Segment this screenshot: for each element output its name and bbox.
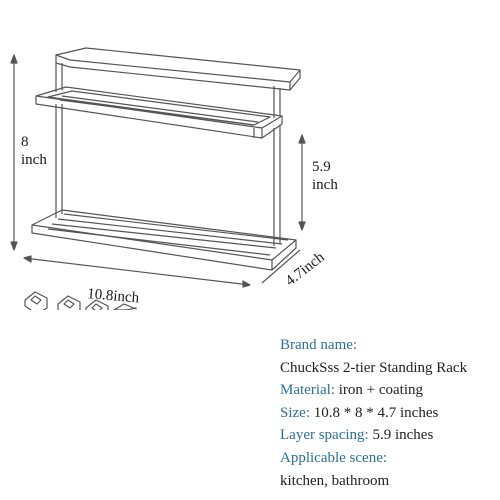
height-dimension-label: 8 inch bbox=[21, 133, 61, 169]
height-unit: inch bbox=[21, 152, 47, 168]
spacing-value: 5.9 bbox=[312, 159, 331, 175]
spacing-unit: inch bbox=[312, 177, 338, 193]
scene-value: kitchen, bathroom bbox=[280, 472, 390, 489]
scene-value-row: kitchen, bathroom bbox=[280, 470, 495, 493]
spacing-dimension-line bbox=[298, 134, 306, 231]
material-label: Material: bbox=[280, 382, 335, 399]
scene-row: Applicable scene: bbox=[280, 447, 495, 470]
foot-accessory bbox=[57, 295, 81, 310]
rack-feet bbox=[24, 291, 137, 310]
brand-value: ChuckSss 2-tier Standing Rack bbox=[280, 359, 468, 376]
material-value: iron + coating bbox=[338, 382, 424, 399]
spacing-dimension-label: 5.9 inch bbox=[312, 158, 362, 194]
foot-accessory bbox=[113, 303, 137, 310]
height-value: 8 bbox=[21, 134, 29, 150]
brand-value-row: ChuckSss 2-tier Standing Rack bbox=[280, 357, 495, 380]
foot-accessory bbox=[85, 299, 109, 310]
size-row: Size: 10.8 * 8 * 4.7 inches bbox=[280, 402, 495, 425]
rack-illustration bbox=[10, 47, 306, 310]
spacing-row: Layer spacing: 5.9 inches bbox=[280, 424, 495, 447]
size-value: 10.8 * 8 * 4.7 inches bbox=[313, 404, 439, 421]
brand-label: Brand name: bbox=[280, 337, 358, 353]
foot-accessory bbox=[24, 291, 48, 310]
material-row: Material: iron + coating bbox=[280, 379, 495, 402]
scene-label: Applicable scene: bbox=[280, 449, 388, 466]
brand-row: Brand name: bbox=[280, 334, 495, 357]
height-dimension-line bbox=[10, 54, 18, 251]
size-label: Size: bbox=[280, 404, 310, 421]
depth-dimension-line bbox=[261, 249, 301, 284]
spacing-value-text: 5.9 inches bbox=[372, 427, 434, 444]
rack-body bbox=[31, 47, 301, 271]
product-specs: Brand name: ChuckSss 2-tier Standing Rac… bbox=[280, 334, 495, 492]
width-dimension-line bbox=[23, 255, 251, 288]
spacing-label: Layer spacing: bbox=[280, 427, 369, 444]
